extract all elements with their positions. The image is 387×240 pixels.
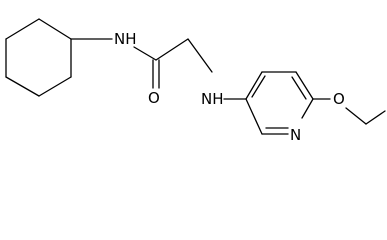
bond-pyridine-1-inner [251, 75, 266, 98]
bond-pyridine-3-inner [291, 76, 307, 100]
bond-carbonyl-to-methylene [155, 38, 189, 61]
bond-pyridine-1 [245, 71, 263, 100]
cyclohexyl-ring [5, 18, 72, 97]
bond-methylene-to-amine-n [187, 38, 213, 73]
chemical-structure-diagram: NH O NH N O [5, 18, 386, 144]
bond-pyridine-4 [301, 98, 314, 119]
bond-ether-o-to-methyl [345, 107, 367, 125]
bond-ring-4 [38, 76, 72, 97]
amide-nitrogen-label: NH [114, 30, 137, 48]
pyridine-ring [245, 71, 314, 135]
pyridine-nitrogen-label: N [290, 126, 301, 144]
bond-amide-n-to-carbonyl [133, 46, 157, 61]
bond-methyl-end [365, 110, 386, 125]
ether-oxygen-label: O [333, 90, 345, 108]
bond-pyridine-6 [245, 98, 263, 135]
bond-ring-5 [5, 76, 40, 97]
carbonyl-oxygen-label: O [148, 89, 160, 107]
bond-ring-2 [38, 18, 72, 40]
bond-ring-1 [5, 18, 40, 40]
bond-pyridine-3 [295, 71, 314, 100]
amine-nitrogen-label: NH [201, 90, 224, 108]
